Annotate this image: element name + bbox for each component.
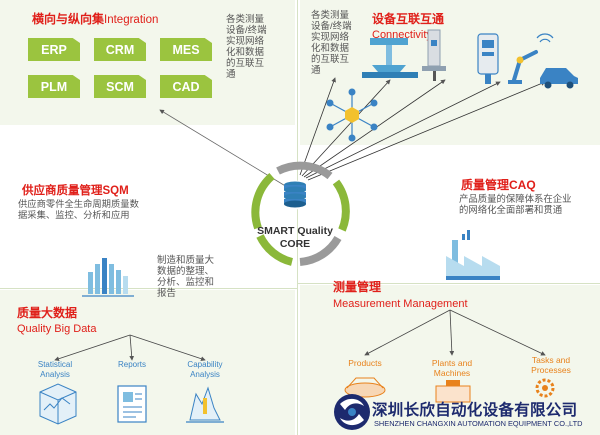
measurement-title-en: Measurement Management (333, 298, 468, 310)
reports-document-icon (117, 385, 147, 423)
cmm-machine-icon (362, 38, 418, 78)
caq-desc: 产品质量的保障体系在企业 的网络化全面部署和贯通 (459, 193, 572, 215)
core-label-line2: CORE (279, 238, 311, 250)
measurement-item-products[interactable]: Products (348, 358, 382, 368)
sqm-title: 供应商质量管理SQM (22, 185, 129, 197)
integration-desc: 各类测量 设备/终端 实现网络 化和数据 的互联互 通 (226, 14, 267, 80)
bigdata-title-en: Quality Big Data (17, 323, 97, 335)
sqm-desc: 供应商零件全生命周期质量数 据采集、监控、分析和应用 (18, 199, 139, 220)
company-name-en: SHENZHEN CHANGXIN AUTOMATION EQUIPMENT C… (374, 419, 583, 428)
tile-plm[interactable]: PLM (28, 75, 80, 98)
bigdata-desc: 制造和质量大 数据的整理、 分析、监控和 报告 (157, 255, 215, 299)
core-ring (251, 161, 350, 266)
products-icon (344, 377, 386, 398)
tile-mes[interactable]: MES (160, 38, 212, 61)
measurement-title: 测量管理 Measurement Management (333, 278, 468, 310)
tile-erp[interactable]: ERP (28, 38, 80, 61)
caq-title: 质量管理CAQ (461, 178, 536, 192)
bigdata-item-statistical[interactable]: Statistical Analysis (37, 360, 73, 379)
gear-icon (535, 378, 555, 398)
measuring-probe-icon (422, 29, 446, 81)
tile-cad[interactable]: CAD (160, 75, 212, 98)
vertical-divider (297, 0, 298, 435)
integration-title-en: Integration (104, 14, 159, 26)
capability-analysis-icon (186, 386, 224, 423)
tile-scm[interactable]: SCM (94, 75, 146, 98)
connectivity-title-cn: 设备互联互通 (372, 12, 445, 26)
plants-machines-icon (435, 380, 471, 403)
integration-title: 横向与纵向集Integration (32, 10, 158, 27)
tile-crm[interactable]: CRM (94, 38, 146, 61)
left-horizontal-divider (0, 288, 297, 289)
integration-panel (0, 0, 295, 125)
car-icon (540, 68, 578, 89)
measurement-title-cn: 测量管理 (333, 280, 382, 294)
network-icon (326, 88, 378, 142)
robot-arm-icon (508, 33, 554, 84)
measurement-item-tasks[interactable]: Tasks and Processes (531, 355, 571, 375)
company-name-cn: 深圳长欣自动化设备有限公司 (372, 402, 578, 419)
integration-title-cn: 横向与纵向集 (32, 12, 105, 26)
connectivity-desc: 各类测量 设备/终端 实现网络 化和数据 的互联互 通 (311, 10, 352, 76)
measurement-item-plants[interactable]: Plants and Machines (431, 358, 473, 378)
right-horizontal-divider (297, 283, 600, 284)
core-label-line1: SMART Quality (257, 225, 333, 237)
bigdata-title-cn: 质量大数据 (17, 306, 78, 320)
statistics-cube-icon (39, 383, 77, 425)
bigdata-item-reports[interactable]: Reports (117, 360, 146, 369)
scanner-icon (477, 33, 499, 84)
bigdata-item-capability[interactable]: Capability Analysis (187, 360, 223, 379)
core-label: SMART Quality CORE (250, 225, 340, 251)
bigdata-title: 质量大数据 Quality Big Data (17, 304, 96, 335)
